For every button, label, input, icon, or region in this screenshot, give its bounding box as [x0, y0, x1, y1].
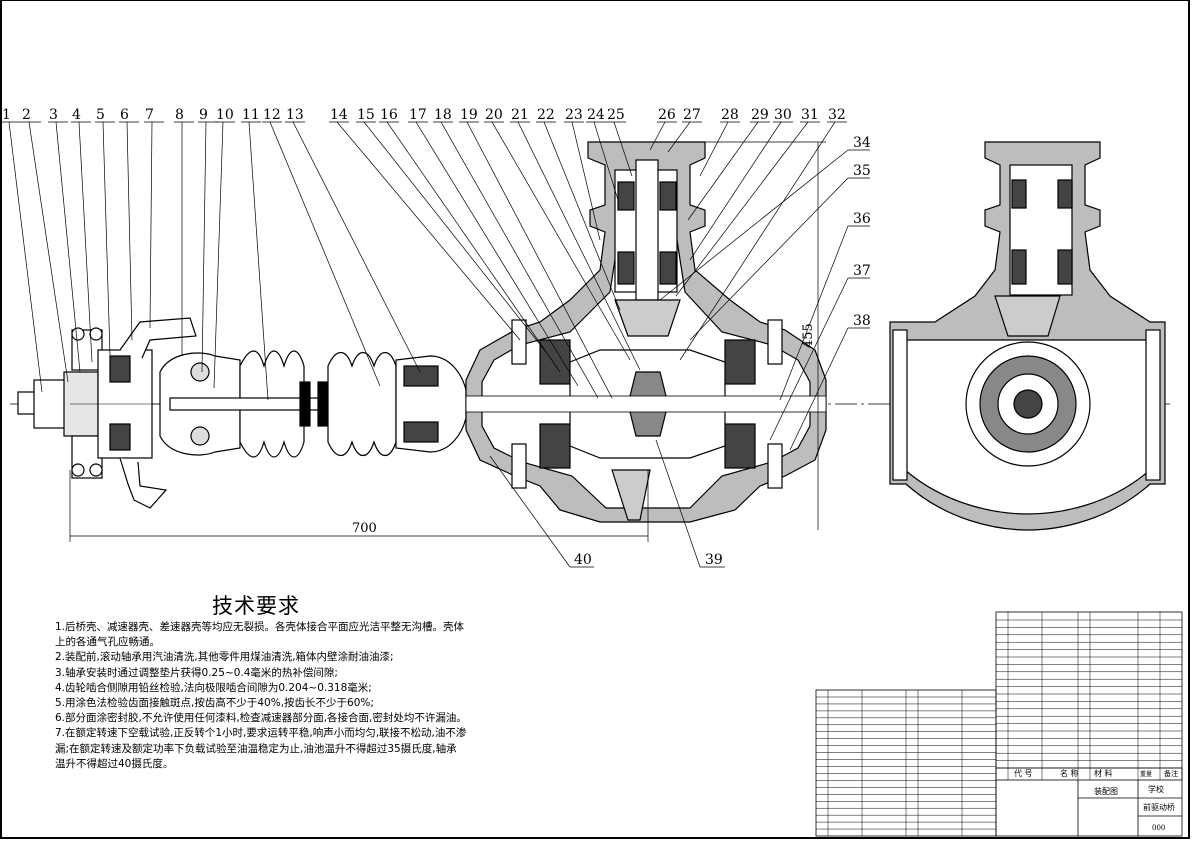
part-number-31: 31: [801, 107, 819, 123]
requirement-item: 6.部分面涂密封胶,不允许使用任何漆料,检查减速器部分面,各接合面,密封处均不许…: [55, 712, 467, 725]
requirements-title: 技术要求: [212, 594, 300, 618]
drawing-title: 装配图: [1094, 786, 1118, 796]
part-number-38: 38: [853, 313, 871, 329]
requirements-list: 1.后桥壳、减速器壳、差速器壳等均应无裂损。各壳体接合平面应光洁平整无沟槽。壳体…: [55, 620, 467, 772]
part-number-24: 24: [587, 107, 605, 123]
part-number-30: 30: [774, 107, 792, 123]
requirement-item: 4.齿轮啮合侧隙用铅丝检验,法向极限啮合间隙为0.204~0.318毫米;: [55, 681, 372, 694]
header-code: 代 号: [1014, 768, 1033, 778]
sheet-code: 000: [1152, 824, 1165, 832]
drawing-name: 前驱动桥: [1143, 802, 1175, 812]
header-material: 材 料: [1094, 768, 1113, 778]
part-number-14: 14: [330, 107, 348, 123]
part-number-7: 7: [145, 107, 154, 123]
part-number-23: 23: [565, 107, 583, 123]
part-number-40: 40: [574, 552, 592, 568]
side-view: [889, 141, 1166, 531]
part-number-25: 25: [607, 107, 625, 123]
part-number-19: 19: [460, 107, 478, 123]
part-number-16: 16: [380, 107, 398, 123]
part-number-6: 6: [120, 107, 129, 123]
part-number-26: 26: [658, 107, 676, 123]
title-block: [815, 611, 1183, 837]
part-number-28: 28: [721, 107, 739, 123]
requirement-item: 7.在额定转速下空载试验,正反转个1小时,要求运转平稳,响声小而均匀,联接不松动…: [55, 727, 467, 770]
part-number-3: 3: [49, 107, 58, 123]
part-number-21: 21: [511, 107, 529, 123]
header-weight: 重量: [1140, 770, 1152, 778]
part-number-9: 9: [199, 107, 208, 123]
part-number-18: 18: [434, 107, 452, 123]
part-number-11: 11: [242, 107, 260, 123]
header-remark: 备注: [1164, 769, 1178, 778]
parts-list-rows: [816, 612, 1182, 836]
part-number-1: 1: [2, 107, 11, 123]
part-number-8: 8: [175, 107, 184, 123]
hub-assembly: [17, 317, 197, 509]
part-number-39: 39: [705, 552, 723, 568]
part-number-37: 37: [853, 263, 871, 279]
part-number-13: 13: [286, 107, 304, 123]
part-number-15: 15: [357, 107, 375, 123]
part-number-4: 4: [72, 107, 81, 123]
dimension-height: 455: [801, 323, 816, 348]
part-number-10: 10: [216, 107, 234, 123]
part-number-17: 17: [409, 107, 427, 123]
header-name: 名 称: [1060, 768, 1079, 778]
part-number-35: 35: [853, 163, 871, 179]
part-number-29: 29: [751, 107, 769, 123]
dimension-lines: [69, 141, 826, 542]
part-number-20: 20: [485, 107, 503, 123]
part-number-34: 34: [853, 135, 871, 151]
part-number-2: 2: [22, 107, 31, 123]
part-number-32: 32: [828, 107, 846, 123]
school-label: 学校: [1148, 784, 1164, 794]
requirement-item: 1.后桥壳、减速器壳、差速器壳等均应无裂损。各壳体接合平面应光洁平整无沟槽。壳体…: [55, 621, 465, 649]
requirement-item: 5.用涂色法检验齿面接触斑点,按齿高不少于40%,按齿长不少于60%;: [55, 697, 374, 710]
requirement-item: 2.装配前,滚动轴承用汽油清洗,其他零件用煤油清洗,箱体内壁涂耐油油漆;: [55, 651, 394, 664]
part-number-5: 5: [96, 107, 105, 123]
part-number-36: 36: [853, 211, 871, 227]
requirement-item: 3.轴承安装时通过调整垫片获得0.25~0.4毫米的热补偿间隙;: [55, 666, 338, 679]
cv-joint-left: [159, 350, 467, 458]
axle-housing: [465, 141, 827, 523]
part-number-27: 27: [683, 107, 701, 123]
dimension-width: 700: [352, 521, 377, 536]
part-number-22: 22: [537, 107, 555, 123]
part-number-12: 12: [263, 107, 281, 123]
